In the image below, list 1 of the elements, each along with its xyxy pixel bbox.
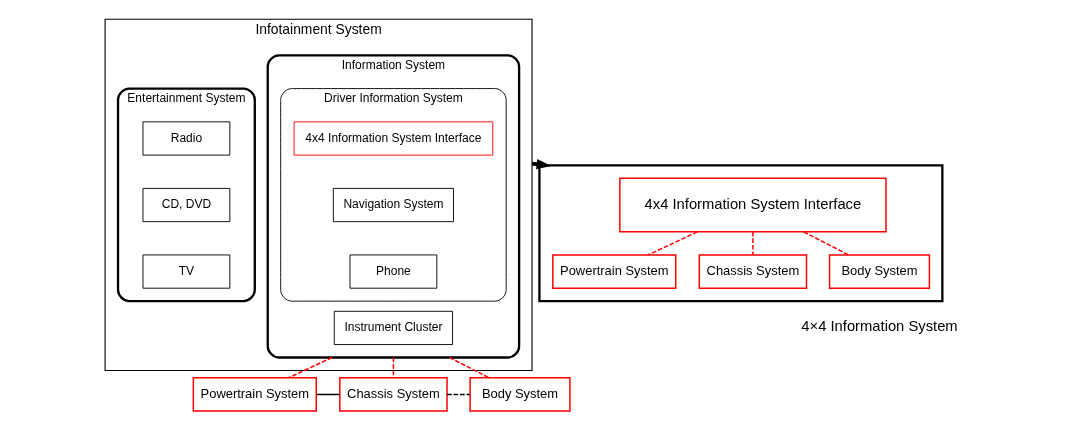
node-label: 4×4 Information System [801,318,958,335]
